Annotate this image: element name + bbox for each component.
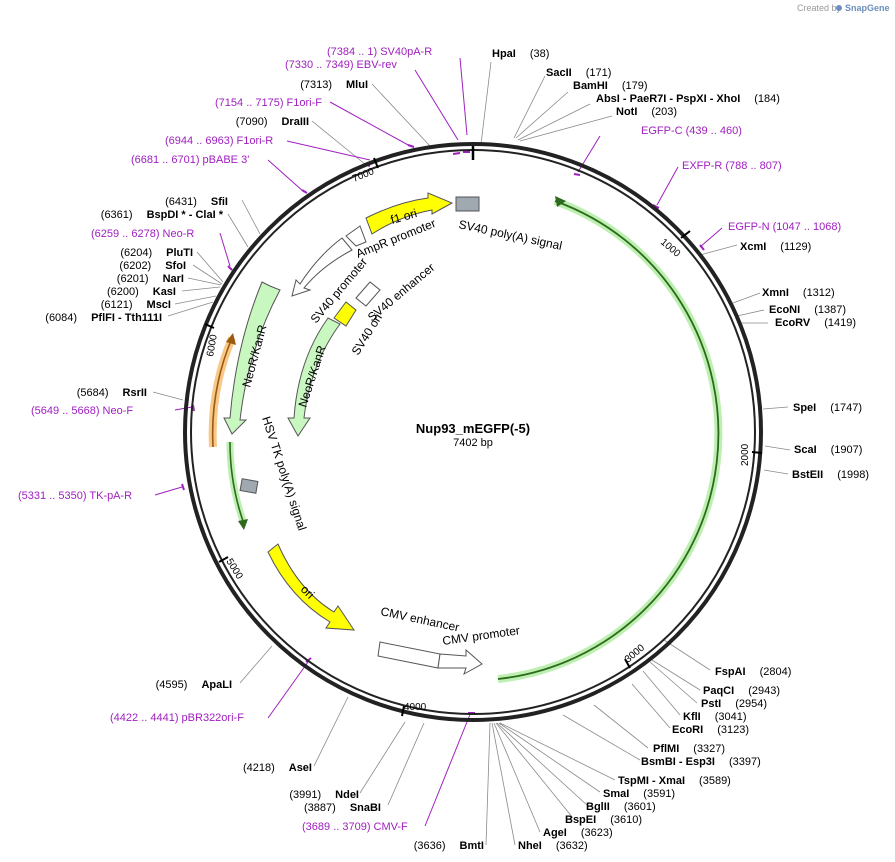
cmv-promoter-feature [437, 648, 483, 676]
primer-egfp-c: EGFP-C (439 .. 460) [641, 125, 742, 137]
enzyme-sfii: (6431)SfiI [165, 196, 228, 208]
tick-4000: 4000 [404, 702, 427, 713]
enzyme-bsmbi: BsmBI - Esp3I(3397) [641, 756, 761, 768]
ori-feature [267, 543, 355, 631]
enzyme-fspai: FspAI(2804) [715, 666, 791, 678]
enzyme-bmti: (3636)BmtI [414, 840, 484, 852]
enzyme-econi: EcoNI(1387) [769, 304, 846, 316]
ampr-promoter-feature [345, 225, 367, 247]
primer-exfp-r: EXFP-R (788 .. 807) [682, 160, 782, 172]
ring-ticks [204, 157, 763, 717]
enzyme-mlui: (7313)MluI [300, 79, 368, 91]
enzyme-hpai: HpaI(38) [492, 48, 549, 60]
enzyme-bglii: BglII(3601) [586, 801, 656, 813]
enzyme-snabi: (3887)SnaBI [304, 802, 381, 814]
sv40-promoter-feature [291, 237, 353, 297]
enzyme-bamhi: BamHI(179) [573, 80, 648, 92]
plasmid-name: Nup93_mEGFP(-5) [416, 421, 530, 436]
enzyme-leader-lines [152, 61, 791, 846]
enzyme-nari: (6201)NarI [117, 273, 184, 285]
enzyme-bspdi: (6361)BspDI * - ClaI * [101, 209, 224, 221]
primer-ebv-rev: (7330 .. 7349) EBV-rev [285, 59, 397, 71]
enzyme-xmni: XmnI(1312) [762, 287, 835, 299]
enzyme-sfoi: (6202)SfoI [119, 260, 186, 272]
primer-labels: (7384 .. 1) SV40pA-R (7330 .. 7349) EBV-… [18, 46, 841, 833]
tick-2000: 2000 [740, 443, 751, 466]
sv40-polya-label: SV40 poly(A) signal [457, 217, 563, 253]
enzyme-msci: (6121)MscI [101, 299, 171, 311]
watermark-brand: SnapGene [845, 3, 890, 13]
sv40-enhancer-feature [355, 281, 381, 307]
enzyme-rsrii: (5684)RsrII [77, 387, 147, 399]
enzyme-paqci: PaqCI(2943) [703, 685, 780, 697]
primer-pbr322ori-f: (4422 .. 4441) pBR322ori-F [110, 712, 244, 724]
primer-neo-f: (5649 .. 5668) Neo-F [31, 405, 133, 417]
enzyme-bspei: BspEI(3610) [565, 814, 642, 826]
neokanr-outer-feature [223, 281, 281, 435]
primer-f1ori-f: (7154 .. 7175) F1ori-F [215, 97, 322, 109]
enzyme-pflfi: (6084)PflFI - Tth111I [45, 312, 162, 324]
hsv-tk-polya-feature [239, 478, 259, 494]
primer-neo-r: (6259 .. 6278) Neo-R [91, 228, 194, 240]
enzyme-spei: SpeI(1747) [793, 402, 862, 414]
primer-cmv-f: (3689 .. 3709) CMV-F [302, 821, 408, 833]
f1-ori-feature [365, 192, 454, 235]
neokanr-inner-feature [287, 317, 341, 437]
watermark-created-by: Created by [797, 3, 842, 13]
plasmid-size: 7402 bp [453, 437, 493, 449]
enzyme-ecorv: EcoRV(1419) [775, 317, 856, 329]
primer-pbabe3: (6681 .. 6701) pBABE 3' [131, 154, 249, 166]
enzyme-draiii: (7090)DraIII [236, 116, 309, 128]
cmv-enhancer-label: CMV enhancer [379, 604, 460, 634]
egfp-arc-highlight [497, 197, 723, 683]
enzyme-psti: PstI(2954) [701, 698, 767, 710]
enzyme-kasi: (6200)KasI [107, 286, 176, 298]
enzyme-smai: SmaI(3591) [603, 788, 675, 800]
enzyme-sacii: SacII(171) [546, 67, 611, 79]
left-green-arc [229, 441, 245, 525]
enzyme-labels-right: HpaI(38) SacII(171) BamHI(179) AbsI - Pa… [492, 48, 869, 852]
orange-arc [211, 337, 233, 448]
enzyme-tspmi: TspMI - XmaI(3589) [618, 775, 731, 787]
orange-arrow-head [226, 333, 236, 345]
sv40-ori-label: SV40 ori [349, 311, 385, 357]
hsv-tk-polya-label: HSV TK poly(A) signal [259, 415, 309, 533]
primer-egfp-n: EGFP-N (1047 .. 1068) [728, 221, 841, 233]
enzyme-ndei: (3991)NdeI [289, 789, 359, 801]
left-green-arrow-head [238, 519, 248, 530]
enzyme-xcmi: XcmI(1129) [740, 241, 811, 253]
cmv-enhancer-feature [377, 641, 441, 669]
tick-6000: 6000 [205, 333, 220, 357]
primer-sv40pa-r: (7384 .. 1) SV40pA-R [327, 46, 432, 58]
enzyme-labels-left: (3636)BmtI (3887)SnaBI (3991)NdeI (4218)… [45, 79, 484, 852]
egfp-arc [497, 200, 720, 680]
sv40-polya-feature [455, 196, 480, 212]
sv40-ori-feature [333, 301, 357, 327]
egfp-arrow-head [555, 196, 566, 207]
enzyme-absi: AbsI - PaeR7I - PspXI - XhoI(184) [596, 93, 780, 105]
primer-f1ori-r: (6944 .. 6963) F1ori-R [165, 135, 273, 147]
snapgene-logo-icon [836, 5, 842, 11]
enzyme-pluti: (6204)PluTI [120, 247, 193, 259]
enzyme-pflmi: PflMI(3327) [653, 743, 725, 755]
enzyme-apali: (4595)ApaLI [156, 679, 232, 691]
enzyme-noti: NotI(203) [616, 106, 677, 118]
enzyme-ecori: EcoRI(3123) [672, 724, 749, 736]
primer-tk-pa-r: (5331 .. 5350) TK-pA-R [18, 490, 132, 502]
enzyme-nhei: NheI(3632) [518, 840, 588, 852]
enzyme-bsteii: BstEII(1998) [792, 469, 869, 481]
enzyme-asei: (4218)AseI [243, 762, 312, 774]
enzyme-scai: ScaI(1907) [794, 444, 862, 456]
enzyme-kfli: KflI(3041) [683, 711, 747, 723]
backbone-outer [183, 142, 763, 722]
primer-leader-lines [154, 57, 723, 827]
enzyme-agei: AgeI(3623) [543, 827, 613, 839]
